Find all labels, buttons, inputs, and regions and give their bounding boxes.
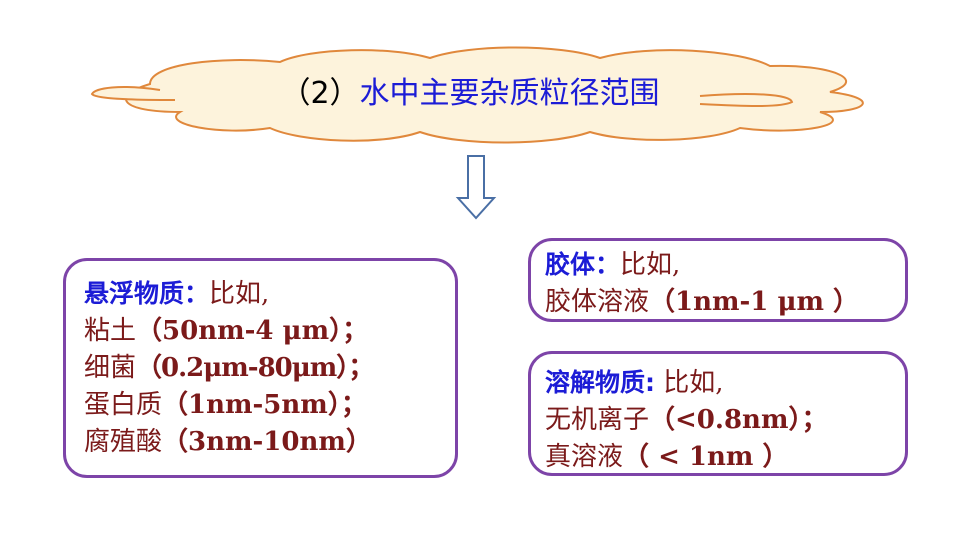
item-name: 腐殖酸 [84,427,163,457]
item-name: 粘土 [84,316,137,346]
suspended-matter-box: 悬浮物质：比如, 粘土（50nm-4 μm）； 细菌（0.2μm-80μm）； … [63,258,458,478]
suspended-heading: 悬浮物质： [84,279,210,308]
dissolved-heading: 溶解物质: [545,368,655,397]
item-range: （ < 1nm ） [623,442,789,472]
item-name: 蛋白质 [84,390,163,420]
title-prefix: （2） [280,76,360,111]
dissolved-heading-rest: 比如, [655,368,724,398]
list-item: 胶体溶液（1nm-1 μm ） [545,284,905,321]
item-range: （50nm-4 μm）； [136,316,369,346]
list-item: 无机离子（<0.8nm）； [545,402,905,439]
down-arrow-icon [455,155,497,220]
list-item: 粘土（50nm-4 μm）； [84,313,455,350]
cloud-outline [125,46,864,144]
list-item: 细菌（0.2μm-80μm）； [84,350,455,387]
item-range: （<0.8nm）； [649,405,828,435]
item-range: （1nm-5nm）； [162,390,367,420]
item-name: 细菌 [84,353,137,383]
cloud-tail-left [90,86,176,101]
list-item: 蛋白质（1nm-5nm）； [84,387,455,424]
cloud-tail-right [699,93,794,107]
item-range: （3nm-10nm） [162,427,372,457]
item-name: 真溶液 [545,442,624,472]
list-item: 腐殖酸（3nm-10nm） [84,424,455,461]
colloid-heading-rest: 比如, [620,250,681,280]
colloid-box: 胶体：比如, 胶体溶液（1nm-1 μm ） [528,238,908,322]
suspended-heading-line: 悬浮物质：比如, [84,275,455,313]
item-range: （0.2μm-80μm）； [136,353,374,383]
title-text: 水中主要杂质粒径范围 [359,76,660,111]
colloid-heading: 胶体： [545,250,621,279]
item-name: 无机离子 [545,405,650,435]
colloid-heading-line: 胶体：比如, [545,246,905,284]
list-item: 真溶液（ < 1nm ） [545,439,905,476]
page-title: （2） 水中主要杂质粒径范围 [150,64,790,124]
item-name: 胶体溶液 [545,287,650,317]
item-range: （1nm-1 μm ） [649,287,860,317]
suspended-heading-rest: 比如, [209,279,270,309]
dissolved-heading-line: 溶解物质: 比如, [545,364,905,402]
dissolved-matter-box: 溶解物质: 比如, 无机离子（<0.8nm）； 真溶液（ < 1nm ） [528,351,908,476]
